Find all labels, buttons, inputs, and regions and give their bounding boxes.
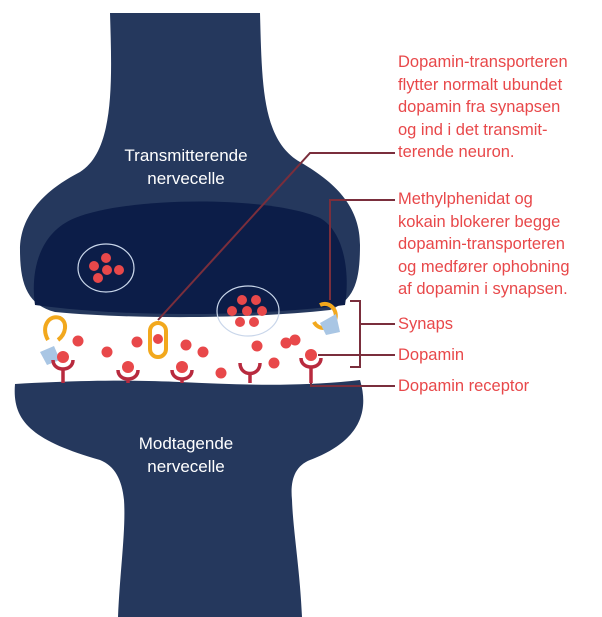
transporter-line: dopamin fra synapsen <box>398 96 568 119</box>
transporter-callout: Dopamin-transporteren flytter normalt ub… <box>398 51 568 164</box>
receiving-neuron-label: Modtagende nervecelle <box>86 432 286 478</box>
synaps-bracket <box>350 301 360 367</box>
transporter-line: og ind i det transmit- <box>398 119 568 142</box>
transporter-line: Dopamin-transporteren <box>398 51 568 74</box>
transporter-line: flytter normalt ubundet <box>398 74 568 97</box>
dopamin-label: Dopamin <box>398 344 464 367</box>
blocker-line: og medfører ophobning <box>398 256 570 279</box>
dopamine-receptors <box>53 358 321 383</box>
receiving-label-line1: Modtagende <box>86 432 286 455</box>
transmitting-label-line1: Transmitterende <box>86 144 286 167</box>
blocker-line: af dopamin i synapsen. <box>398 278 570 301</box>
transmitting-neuron-label: Transmitterende nervecelle <box>86 144 286 190</box>
transporter-line: terende neuron. <box>398 141 568 164</box>
transporter-center <box>150 323 166 357</box>
blocker-callout: Methylphenidat og kokain blokerer begge … <box>398 188 570 301</box>
receptor-label: Dopamin receptor <box>398 375 529 398</box>
synaptic-dopamine <box>73 335 301 379</box>
blocker-line: Methylphenidat og <box>398 188 570 211</box>
receiving-label-line2: nervecelle <box>86 455 286 478</box>
blocker-line: kokain blokerer begge <box>398 211 570 234</box>
synaps-label: Synaps <box>398 313 453 336</box>
blocker-line: dopamin-transporteren <box>398 233 570 256</box>
transmitting-label-line2: nervecelle <box>86 167 286 190</box>
receiving-neuron <box>15 380 364 617</box>
